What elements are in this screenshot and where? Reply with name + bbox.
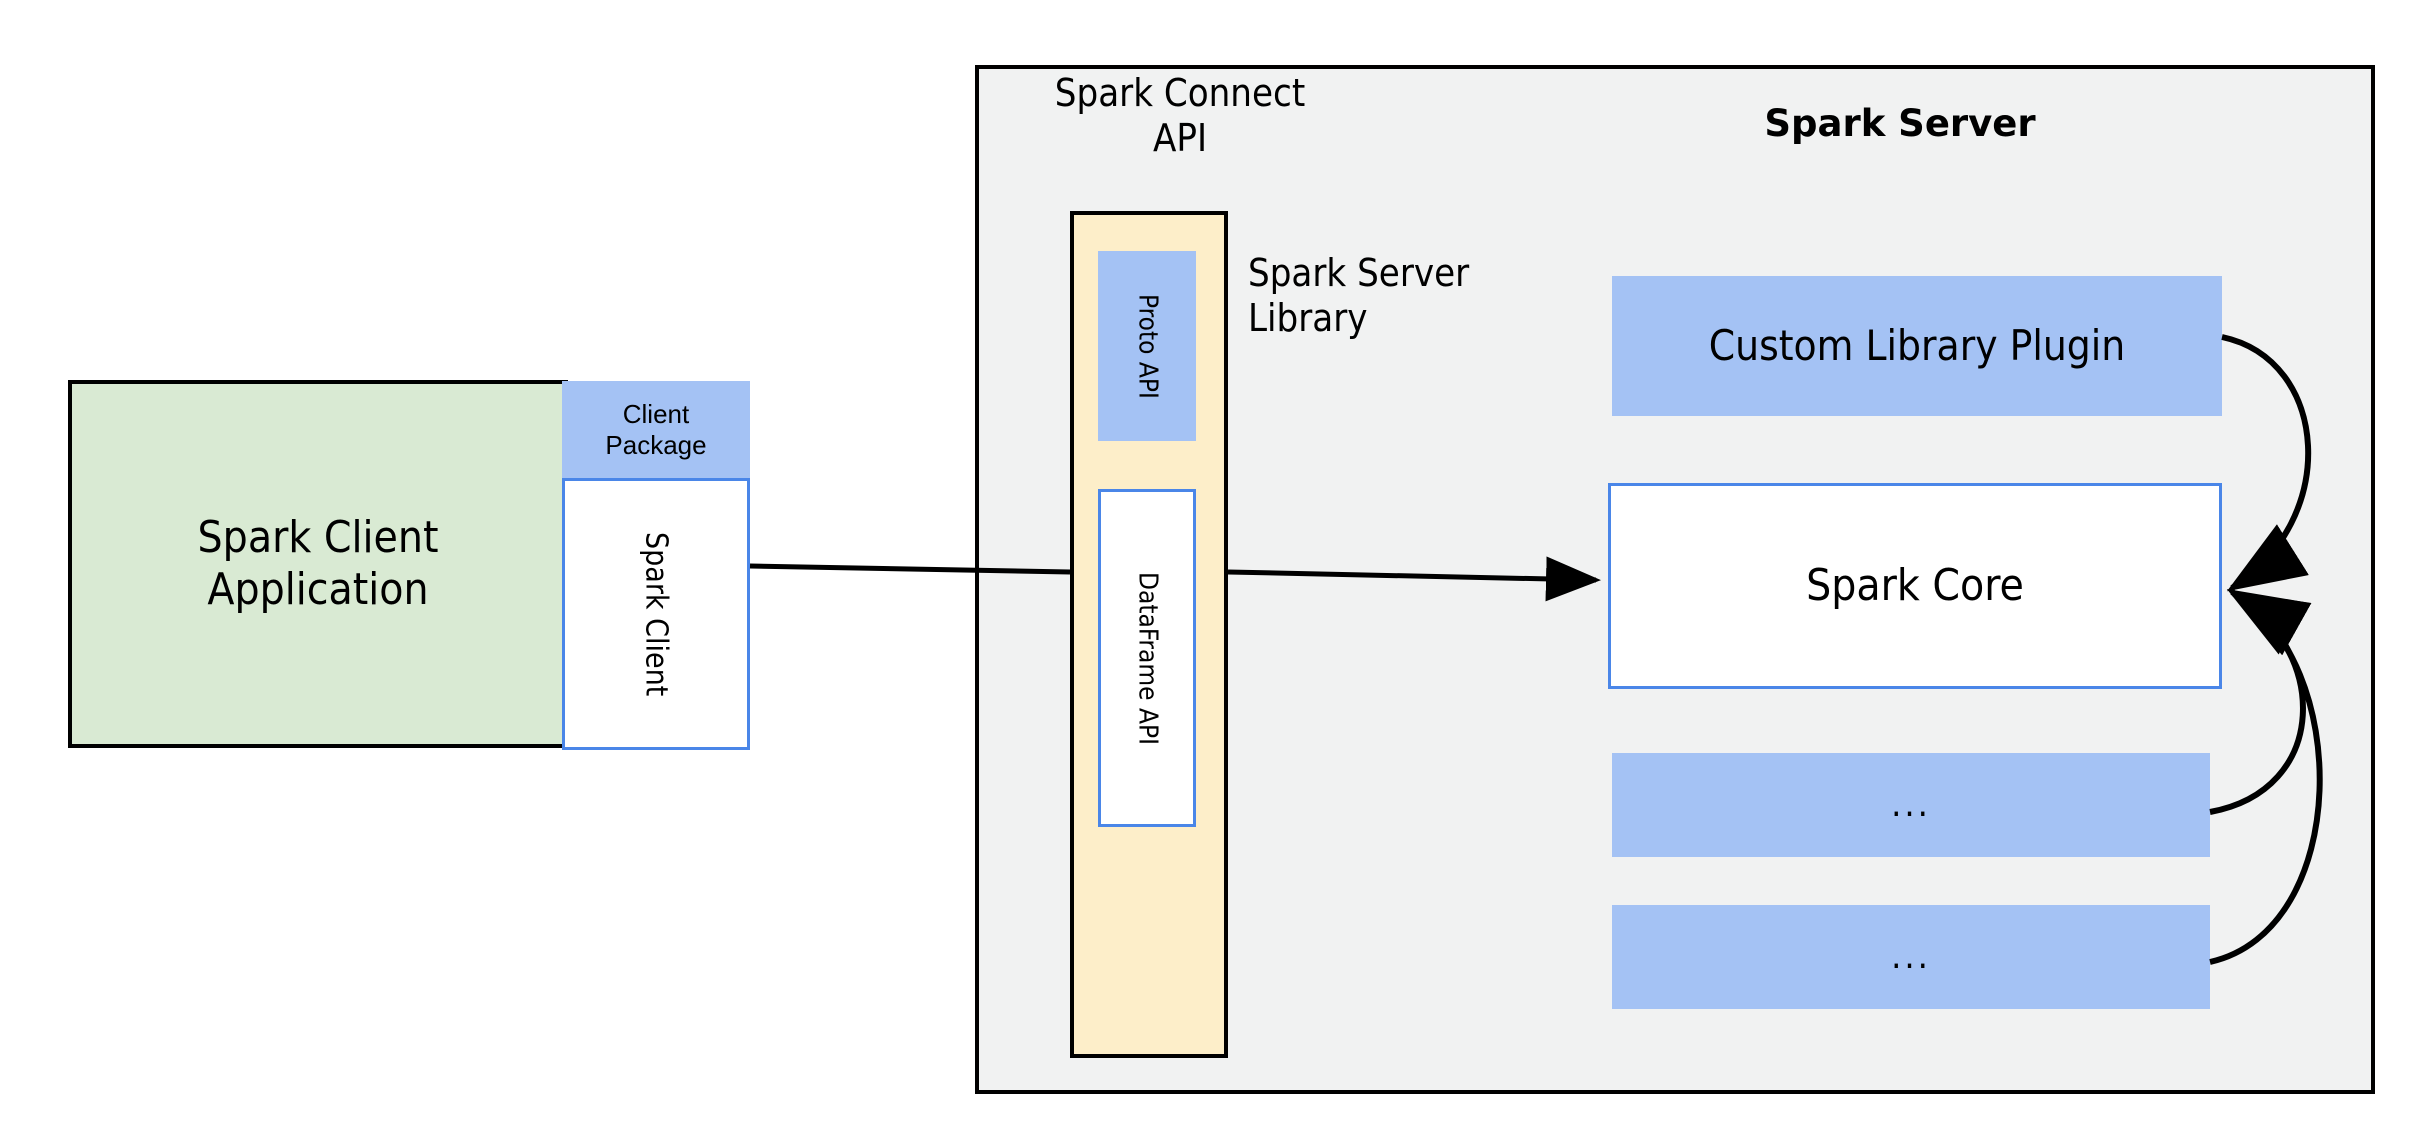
client-package-line2: Package — [605, 429, 707, 460]
ellipsis-1-label: ... — [1891, 783, 1931, 825]
server-library-label-line2: Library — [1248, 296, 1368, 340]
ellipsis-2-label: ... — [1891, 935, 1931, 977]
proto-api-label: Proto API — [1132, 293, 1163, 399]
connect-api-label-line2: API — [1152, 116, 1208, 160]
spark-server-title: Spark Server — [1764, 102, 2036, 146]
dataframe-api-box[interactable]: DataFrame API — [1098, 489, 1196, 827]
server-component-ellipsis-2[interactable]: ... — [1612, 905, 2210, 1009]
server-library-label-line1: Spark Server — [1248, 251, 1470, 296]
server-component-ellipsis-1[interactable]: ... — [1612, 753, 2210, 857]
spark-core-label: Spark Core — [1806, 560, 2024, 612]
client-application-line2: Application — [207, 564, 429, 615]
client-package-line1: Client — [622, 398, 690, 429]
dataframe-api-label: DataFrame API — [1132, 571, 1163, 745]
proto-api-box[interactable]: Proto API — [1098, 251, 1196, 441]
custom-library-plugin-label: Custom Library Plugin — [1708, 321, 2126, 371]
custom-library-plugin-box[interactable]: Custom Library Plugin — [1612, 276, 2222, 416]
client-application-line1: Spark Client — [197, 512, 439, 564]
client-package-box[interactable]: Client Package — [562, 381, 750, 478]
spark-client-box[interactable]: Spark Client — [562, 478, 750, 750]
spark-client-application-box[interactable]: Spark Client Application — [68, 380, 568, 748]
connect-api-label-line1: Spark Connect — [1054, 71, 1306, 116]
spark-connect-api-label: Spark Connect API — [1000, 68, 1360, 164]
spark-client-label: Spark Client — [638, 531, 674, 697]
spark-core-box[interactable]: Spark Core — [1608, 483, 2222, 689]
spark-server-library-label: Spark Server Library — [1248, 248, 1578, 344]
